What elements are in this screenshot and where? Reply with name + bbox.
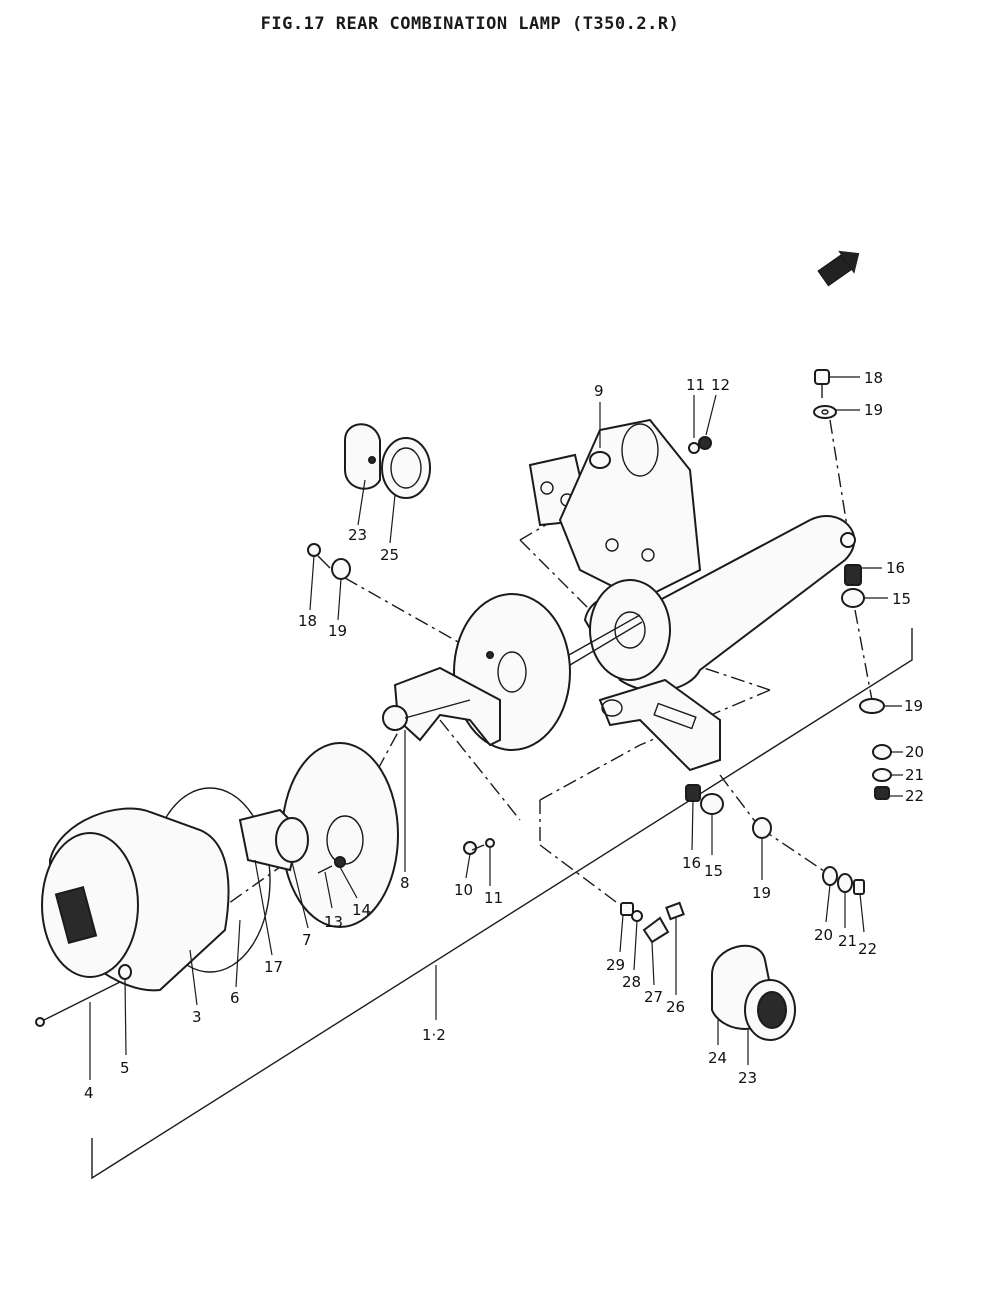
callout-10: 10: [454, 881, 473, 899]
callout-7: 7: [302, 931, 312, 949]
callout-12: 12: [711, 376, 730, 394]
callout-22: 22: [905, 787, 924, 805]
small-parts-cluster: [620, 901, 685, 944]
callout-15: 15: [892, 590, 911, 608]
callout-17: 17: [264, 958, 283, 976]
front-arrow-icon: [817, 250, 860, 287]
page-title: FIG.17 REAR COMBINATION LAMP (T350.2.R): [260, 14, 680, 34]
callout-21: 21: [905, 766, 924, 784]
callout-29: 29: [606, 956, 625, 974]
callout-28: 28: [622, 973, 641, 991]
callout-20: 20: [905, 743, 924, 761]
callout-24: 24: [708, 1049, 727, 1067]
callout-18: 18: [298, 612, 317, 630]
lens-and-ring-bottom: [711, 944, 796, 1041]
callout-19: 19: [328, 622, 347, 640]
bulb: [238, 808, 309, 872]
callout-8: 8: [400, 874, 410, 892]
hardware-stack-right: [813, 369, 892, 800]
callout-22: 22: [858, 940, 877, 958]
callout-13: 13: [324, 913, 343, 931]
callout-26: 26: [666, 998, 685, 1016]
screw-washer-left: [307, 543, 351, 580]
callout-20: 20: [814, 926, 833, 944]
callout-23: 23: [738, 1069, 757, 1087]
callout-15: 15: [704, 862, 723, 880]
callout-25: 25: [380, 546, 399, 564]
callout-11: 11: [484, 889, 503, 907]
assembly-bracket: [91, 628, 913, 1180]
callout-3: 3: [192, 1008, 202, 1026]
callout-16: 16: [886, 559, 905, 577]
callout-23: 23: [348, 526, 367, 544]
lamp-housing: [559, 514, 856, 772]
callout-5: 5: [120, 1059, 130, 1077]
callout-19: 19: [904, 697, 923, 715]
callout-27: 27: [644, 988, 663, 1006]
hardware-stack-lower: [685, 784, 865, 895]
callout-11: 11: [686, 376, 705, 394]
callout-18: 18: [864, 369, 883, 387]
callout-labels: 9 11 12 18 19 16 15 23 25 18 19 19 20 21…: [84, 369, 924, 1102]
lamp-lens-cover: [41, 807, 230, 992]
mount-bracket: [528, 418, 712, 602]
callout-4: 4: [84, 1084, 94, 1102]
callout-16: 16: [682, 854, 701, 872]
leader-lines: [89, 376, 903, 1080]
callout-14: 14: [352, 901, 371, 919]
callout-1-2: 1·2: [422, 1026, 446, 1044]
small-screws: [317, 838, 495, 874]
callout-9: 9: [594, 382, 604, 400]
callout-19: 19: [864, 401, 883, 419]
callout-6: 6: [230, 989, 240, 1007]
socket-bracket: [382, 666, 501, 747]
lens-and-ring-top: [344, 423, 431, 499]
callout-19: 19: [752, 884, 771, 902]
long-screw: [35, 964, 132, 1027]
reflector-plate: [453, 593, 571, 751]
callout-21: 21: [838, 932, 857, 950]
